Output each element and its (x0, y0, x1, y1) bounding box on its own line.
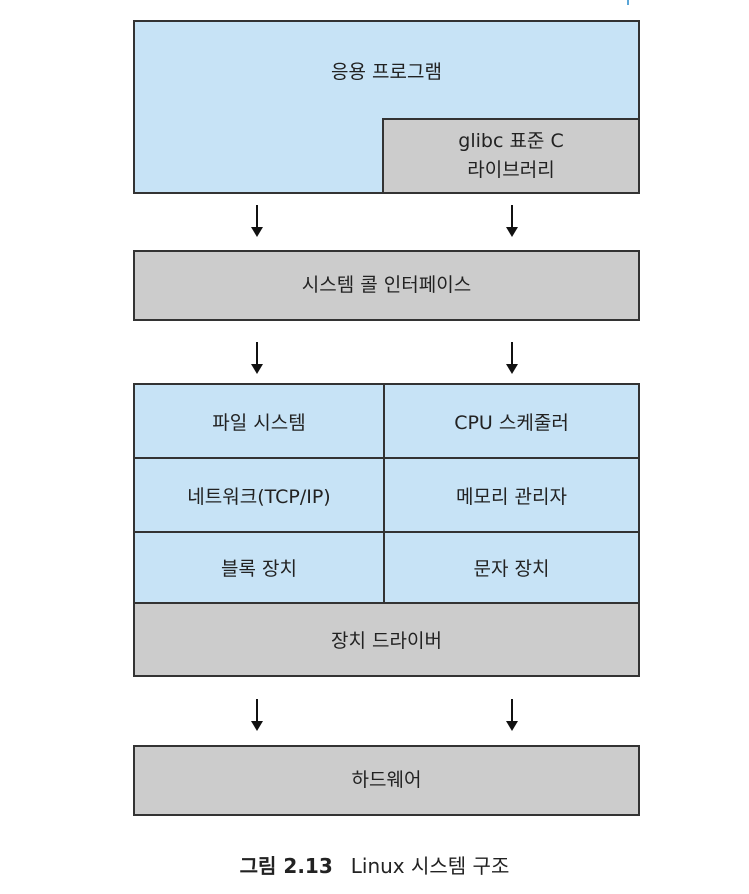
cpu-scheduler-label: CPU 스케줄러 (454, 411, 569, 434)
char-device-cell: 문자 장치 (385, 533, 638, 602)
network-cell: 네트워크(TCP/IP) (135, 459, 385, 533)
device-driver-label: 장치 드라이버 (331, 630, 442, 652)
syscall-interface-box: 시스템 콜 인터페이스 (133, 250, 640, 321)
block-device-label: 블록 장치 (221, 558, 297, 580)
network-label: 네트워크(TCP/IP) (187, 485, 331, 508)
hardware-box: 하드웨어 (133, 745, 640, 816)
figure-number: 그림 2.13 (239, 854, 333, 878)
arrow-down-icon (251, 699, 263, 731)
application-label: 응용 프로그램 (331, 61, 442, 83)
arrow-down-icon (506, 205, 518, 237)
glibc-box: glibc 표준 C 라이브러리 (382, 118, 640, 194)
syscall-interface-label: 시스템 콜 인터페이스 (301, 273, 472, 296)
arrow-down-icon (506, 342, 518, 374)
glibc-label-line2: 라이브러리 (467, 159, 555, 181)
figure-caption: 그림 2.13 Linux 시스템 구조 (0, 850, 749, 879)
block-device-cell: 블록 장치 (135, 533, 385, 602)
arrow-down-icon (506, 699, 518, 731)
memory-manager-cell: 메모리 관리자 (385, 459, 638, 533)
glibc-label-line1: glibc 표준 C (458, 129, 564, 152)
figure-title: Linux 시스템 구조 (350, 854, 510, 878)
device-driver-cell: 장치 드라이버 (135, 602, 638, 675)
char-device-label: 문자 장치 (473, 558, 550, 580)
file-system-label: 파일 시스템 (212, 411, 306, 434)
hardware-label: 하드웨어 (351, 768, 422, 791)
page-edge-mark (627, 0, 629, 5)
memory-manager-label: 메모리 관리자 (456, 485, 567, 508)
cpu-scheduler-cell: CPU 스케줄러 (385, 385, 638, 459)
kernel-block: 파일 시스템 CPU 스케줄러 네트워크(TCP/IP) 메모리 관리자 블록 … (133, 383, 640, 677)
arrow-down-icon (251, 205, 263, 237)
file-system-cell: 파일 시스템 (135, 385, 385, 459)
arrow-down-icon (251, 342, 263, 374)
